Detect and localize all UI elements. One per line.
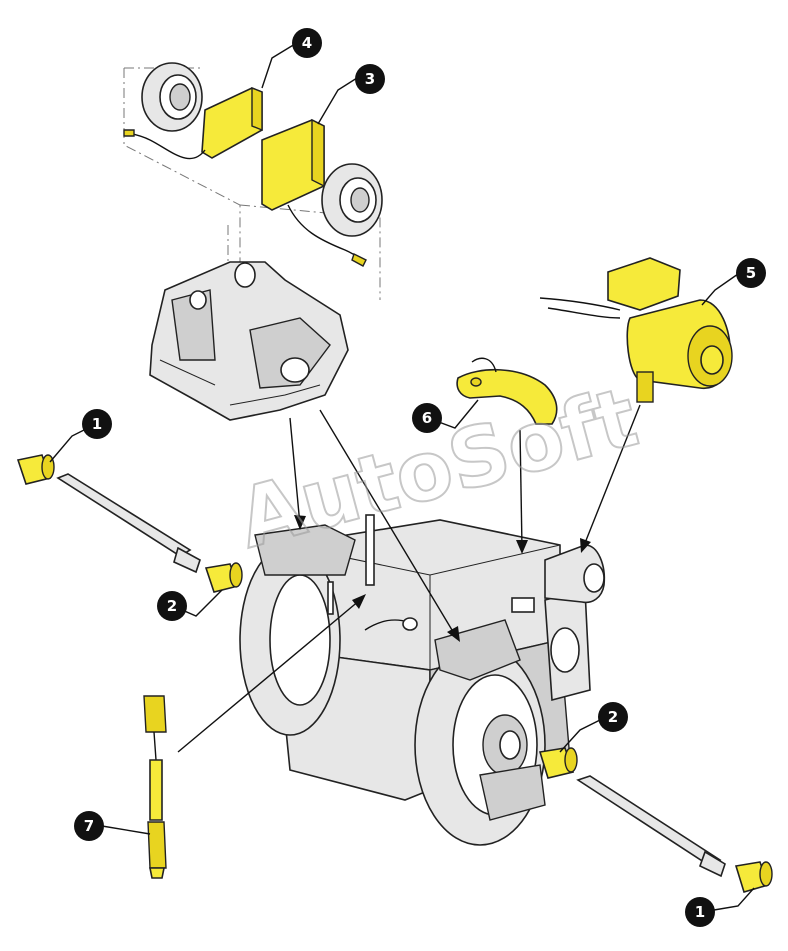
assembly-arrows xyxy=(177,404,641,753)
brake-pad-inner xyxy=(123,62,263,160)
callout-4: 4 xyxy=(292,28,322,58)
left-drive-shaft xyxy=(16,454,243,593)
callout-label: 1 xyxy=(695,903,705,921)
callout-label: 4 xyxy=(302,34,312,52)
callout-label: 3 xyxy=(365,70,375,88)
callout-7: 7 xyxy=(74,811,104,841)
callout-5: 5 xyxy=(736,258,766,288)
callout-label: 2 xyxy=(167,597,177,615)
callout-2-right: 2 xyxy=(598,702,628,732)
callout-label: 7 xyxy=(84,817,94,835)
right-drive-shaft xyxy=(538,747,773,893)
callout-3: 3 xyxy=(355,64,385,94)
brake-caliper-housing xyxy=(149,261,349,421)
callout-6: 6 xyxy=(412,403,442,433)
callout-label: 2 xyxy=(608,708,618,726)
transmission-housing xyxy=(239,514,606,846)
callout-2-left: 2 xyxy=(157,591,187,621)
callout-label: 6 xyxy=(422,409,432,427)
callout-1-top: 1 xyxy=(82,409,112,439)
callout-label: 5 xyxy=(746,264,756,282)
actuator-motor xyxy=(539,257,733,403)
brake-pad-outer xyxy=(261,118,383,267)
speed-sensor xyxy=(143,695,167,879)
callout-1-bottom: 1 xyxy=(685,897,715,927)
callout-label: 1 xyxy=(92,415,102,433)
sensor-bracket xyxy=(456,357,558,425)
